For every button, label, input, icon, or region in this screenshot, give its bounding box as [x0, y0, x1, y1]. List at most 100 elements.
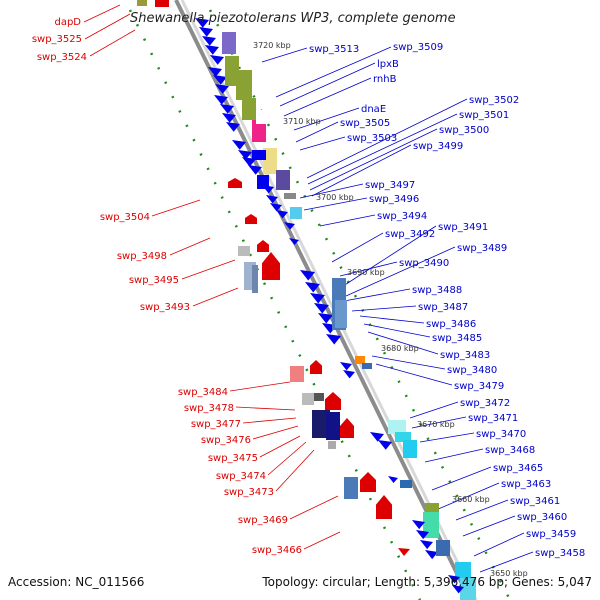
- gene-label-left[interactable]: swp_3473: [224, 487, 274, 498]
- gene-label-right[interactable]: swp_3461: [510, 496, 560, 507]
- gene-label-right[interactable]: swp_3460: [517, 512, 567, 523]
- gene-label-right[interactable]: swp_3502: [469, 95, 519, 106]
- gene-label-right[interactable]: swp_3486: [426, 319, 476, 330]
- gene-feature[interactable]: [266, 195, 278, 204]
- gene-feature[interactable]: [360, 472, 376, 492]
- gene-label-left[interactable]: swp_3466: [252, 545, 302, 556]
- gene-label-left[interactable]: swp_3474: [216, 471, 266, 482]
- gene-label-left[interactable]: swp_3504: [100, 212, 150, 223]
- gene-label-left[interactable]: swp_3478: [184, 403, 234, 414]
- gene-feature[interactable]: [290, 366, 304, 382]
- gene-feature[interactable]: [195, 18, 209, 28]
- gene-feature[interactable]: [222, 113, 236, 123]
- gene-feature[interactable]: [242, 98, 256, 120]
- gene-feature[interactable]: [257, 240, 269, 252]
- gene-label-right[interactable]: swp_3471: [468, 413, 518, 424]
- gene-feature[interactable]: [222, 32, 236, 54]
- gene-feature[interactable]: [302, 393, 314, 405]
- gene-label-right[interactable]: swp_3492: [385, 229, 435, 240]
- gene-label-right[interactable]: swp_3480: [447, 365, 497, 376]
- gene-label-right[interactable]: swp_3479: [454, 381, 504, 392]
- gene-feature[interactable]: [137, 0, 147, 6]
- gene-label-right[interactable]: dnaE: [361, 104, 386, 115]
- gene-feature[interactable]: [335, 300, 347, 328]
- gene-feature[interactable]: [213, 75, 227, 85]
- gene-feature[interactable]: [270, 203, 282, 212]
- gene-feature[interactable]: [210, 55, 224, 65]
- gene-feature[interactable]: [214, 95, 228, 105]
- gene-label-left[interactable]: swp_3477: [191, 419, 241, 430]
- gene-label-left[interactable]: swp_3469: [238, 515, 288, 526]
- gene-label-right[interactable]: swp_3491: [438, 222, 488, 233]
- gene-feature[interactable]: [252, 120, 266, 142]
- gene-feature[interactable]: [423, 512, 439, 538]
- gene-feature[interactable]: [340, 418, 354, 438]
- gene-feature[interactable]: [208, 67, 222, 77]
- gene-feature[interactable]: [263, 148, 277, 174]
- gene-feature[interactable]: [425, 550, 438, 560]
- gene-feature[interactable]: [314, 393, 324, 401]
- gene-feature[interactable]: [228, 178, 242, 188]
- gene-label-left[interactable]: swp_3476: [201, 435, 251, 446]
- gene-feature[interactable]: [312, 410, 330, 438]
- gene-feature[interactable]: [395, 432, 411, 442]
- gene-feature[interactable]: [305, 282, 320, 293]
- gene-label-right[interactable]: swp_3490: [399, 258, 449, 269]
- gene-feature[interactable]: [362, 363, 372, 369]
- gene-feature[interactable]: [262, 185, 274, 194]
- gene-feature[interactable]: [215, 84, 229, 94]
- gene-feature[interactable]: [257, 175, 269, 189]
- gene-feature[interactable]: [412, 520, 425, 530]
- gene-feature[interactable]: [225, 56, 239, 86]
- gene-feature[interactable]: [232, 140, 246, 150]
- gene-feature[interactable]: [199, 27, 213, 37]
- gene-label-right[interactable]: swp_3505: [340, 118, 390, 129]
- gene-feature[interactable]: [284, 222, 295, 230]
- gene-label-right[interactable]: swp_3465: [493, 463, 543, 474]
- gene-feature[interactable]: [205, 45, 219, 55]
- gene-feature[interactable]: [238, 150, 252, 160]
- gene-feature[interactable]: [388, 476, 398, 483]
- gene-feature[interactable]: [310, 360, 322, 374]
- gene-label-left[interactable]: swp_3524: [37, 52, 87, 63]
- gene-label-right[interactable]: swp_3470: [476, 429, 526, 440]
- gene-feature[interactable]: [226, 122, 240, 132]
- gene-label-right[interactable]: swp_3488: [412, 285, 462, 296]
- gene-feature[interactable]: [436, 540, 450, 556]
- gene-feature[interactable]: [314, 303, 329, 314]
- gene-feature[interactable]: [276, 210, 288, 219]
- gene-feature[interactable]: [220, 104, 234, 114]
- gene-label-right[interactable]: swp_3463: [501, 479, 551, 490]
- gene-feature[interactable]: [400, 480, 412, 488]
- gene-feature[interactable]: [289, 238, 299, 245]
- gene-feature[interactable]: [403, 440, 417, 458]
- gene-label-right[interactable]: swp_3472: [460, 398, 510, 409]
- gene-label-right[interactable]: swp_3501: [459, 110, 509, 121]
- gene-feature[interactable]: [290, 207, 302, 219]
- gene-feature[interactable]: [252, 150, 266, 160]
- gene-label-right[interactable]: rnhB: [373, 74, 397, 85]
- gene-feature[interactable]: [248, 165, 262, 175]
- gene-label-left[interactable]: swp_3498: [117, 251, 167, 262]
- gene-label-right[interactable]: swp_3489: [457, 243, 507, 254]
- gene-feature[interactable]: [416, 530, 429, 540]
- gene-label-left[interactable]: swp_3493: [140, 302, 190, 313]
- gene-label-right[interactable]: swp_3503: [347, 133, 397, 144]
- gene-feature[interactable]: [460, 578, 476, 600]
- gene-feature[interactable]: [318, 313, 333, 324]
- gene-label-right[interactable]: swp_3496: [369, 194, 419, 205]
- gene-feature[interactable]: [325, 392, 341, 410]
- gene-feature[interactable]: [326, 412, 340, 440]
- gene-feature[interactable]: [420, 540, 433, 550]
- gene-label-right[interactable]: swp_3487: [418, 302, 468, 313]
- gene-label-right[interactable]: swp_3500: [439, 125, 489, 136]
- gene-feature[interactable]: [284, 193, 296, 199]
- gene-feature[interactable]: [388, 420, 406, 434]
- gene-label-right[interactable]: swp_3459: [526, 529, 576, 540]
- gene-label-right[interactable]: swp_3485: [432, 333, 482, 344]
- gene-label-left[interactable]: dapD: [54, 17, 81, 28]
- gene-feature[interactable]: [355, 356, 365, 364]
- gene-feature[interactable]: [343, 370, 355, 379]
- gene-feature[interactable]: [448, 575, 460, 584]
- gene-label-left[interactable]: swp_3475: [208, 453, 258, 464]
